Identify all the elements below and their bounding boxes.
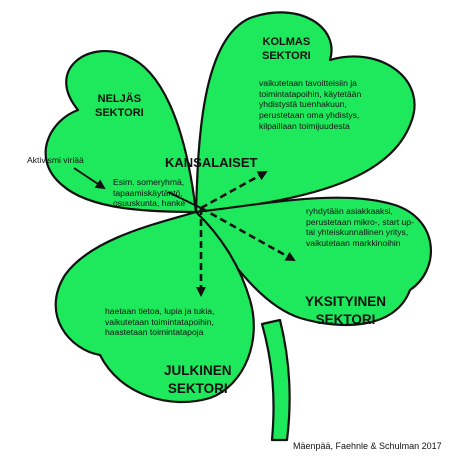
arrow-to-third-sector [200, 170, 268, 210]
sector-label-public: JULKINEN SEKTORI [164, 363, 232, 396]
note-fourth-sector: Esim. someryhmä, tapaamiskäytäntö, osuus… [113, 177, 186, 209]
clover-stem [260, 318, 291, 442]
credit-text: Mäenpää, Faehnle & Schulman 2017 [293, 441, 442, 451]
sector-label-fourth: NELJÄS SEKTORI [95, 93, 144, 120]
sector-label-private: YKSITYINEN SEKTORI [305, 294, 387, 327]
sector-label-third: KOLMAS SEKTORI [262, 36, 311, 63]
note-private-sector: ryhdytään asiakkaaksi, perustetaan mikro… [306, 206, 414, 249]
clover-shape [44, 11, 432, 442]
arrow-to-private-sector [200, 206, 296, 262]
arrow-activism [73, 167, 106, 190]
leaf-bottom-left [54, 210, 255, 404]
note-activism: Aktivismi viriää [27, 155, 84, 165]
arrows [167, 170, 296, 297]
center-title: KANSALAISET [165, 155, 258, 170]
leaf-top-right [194, 11, 416, 214]
leaf-bottom-right [194, 196, 432, 327]
leaf-top-left [44, 50, 198, 214]
arrow-to-fourth-sector [167, 191, 202, 209]
note-third-sector: vaikutetaan tavoitteisiin ja toimintatap… [259, 78, 362, 131]
note-public-sector: haetaan tietoa, lupia ja tukia, vaikutet… [105, 306, 215, 338]
